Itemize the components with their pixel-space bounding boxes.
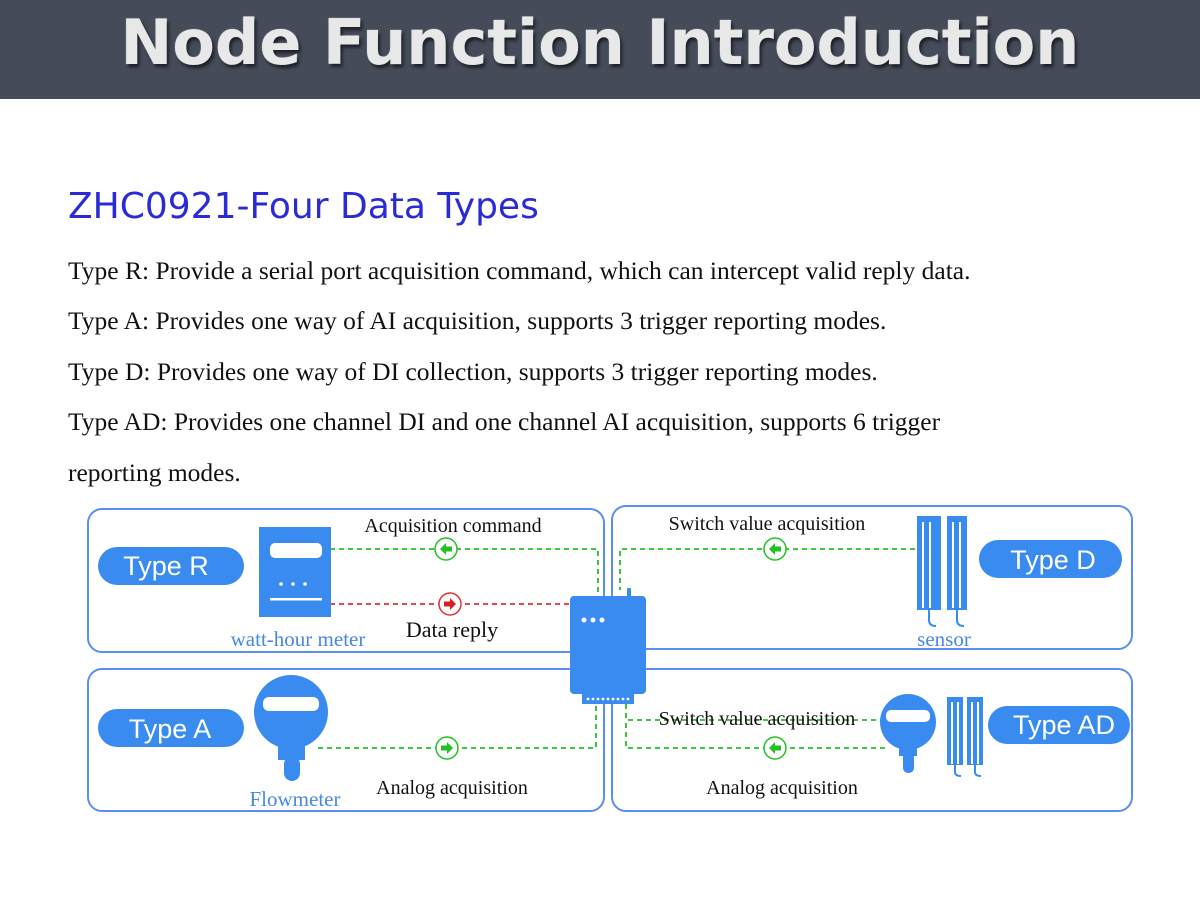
sensor-small-icon	[947, 697, 983, 777]
description-type-ad-cont: reporting modes.	[68, 458, 241, 487]
gateway-node-icon	[570, 588, 646, 704]
type-d-badge	[979, 540, 1122, 578]
switch-value-d-label: Switch value acquisition	[669, 513, 866, 535]
type-ad-badge	[988, 706, 1130, 744]
watt-hour-meter-label: watt-hour meter	[231, 627, 366, 651]
arrow-left-icon	[763, 537, 787, 561]
type-a-label: Type A	[129, 714, 212, 744]
data-reply-label: Data reply	[406, 617, 498, 642]
flowmeter-small-icon	[880, 694, 936, 773]
watt-hour-meter-icon	[259, 527, 331, 617]
description-type-d: Type D: Provides one way of DI collectio…	[68, 357, 878, 386]
acquisition-command-label: Acquisition command	[364, 515, 541, 537]
switch-value-ad-label: Switch value acquisition	[659, 708, 856, 730]
type-r-label: Type R	[123, 551, 209, 581]
arrow-right-icon	[438, 592, 462, 616]
sensor-icon	[917, 516, 967, 627]
type-a-badge	[98, 709, 244, 747]
arrow-left-icon	[434, 537, 458, 561]
analog-a-label: Analog acquisition	[376, 777, 528, 799]
line-acquisition-command	[330, 548, 599, 604]
panel-type-d	[611, 505, 1133, 650]
line-analog-a	[318, 700, 597, 749]
arrow-left-icon	[763, 736, 787, 760]
section-title: ZHC0921-Four Data Types	[68, 186, 539, 227]
panel-type-r	[87, 508, 605, 653]
type-ad-label: Type AD	[1013, 710, 1115, 740]
type-d-label: Type D	[1010, 545, 1096, 575]
description-type-r: Type R: Provide a serial port acquisitio…	[68, 256, 971, 285]
description-type-ad: Type AD: Provides one channel DI and one…	[68, 407, 941, 436]
sensor-label: sensor	[917, 627, 971, 651]
header-banner: Node Function Introduction	[0, 0, 1200, 99]
panel-type-a	[87, 668, 605, 812]
arrow-right-icon	[435, 736, 459, 760]
flowmeter-icon	[254, 675, 328, 781]
flowmeter-label: Flowmeter	[250, 787, 341, 811]
page-title: Node Function Introduction	[120, 6, 1080, 79]
type-r-badge	[98, 547, 244, 585]
line-switch-value-ad	[625, 700, 885, 721]
description-type-a: Type A: Provides one way of AI acquisiti…	[68, 306, 887, 335]
panel-type-ad	[611, 668, 1133, 812]
analog-ad-label: Analog acquisition	[706, 777, 858, 799]
